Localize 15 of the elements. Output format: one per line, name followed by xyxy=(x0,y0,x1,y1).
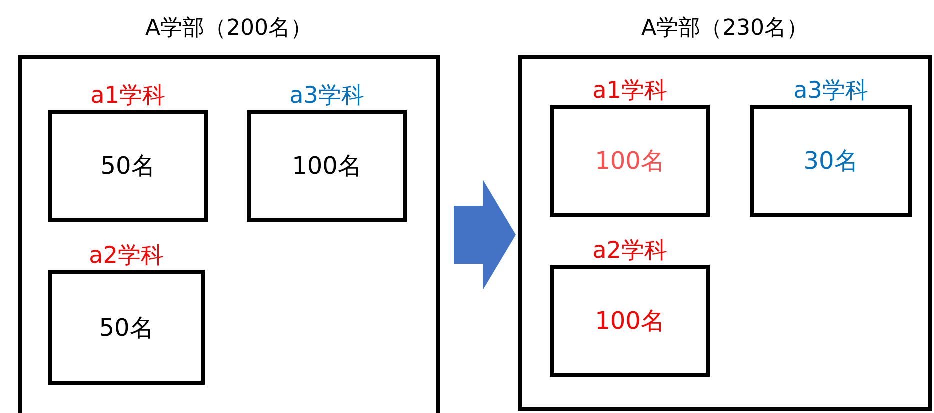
department-title: A学部（230名） xyxy=(641,15,809,43)
arrow xyxy=(454,180,516,290)
student-count: 100名 xyxy=(595,306,665,337)
student-count: 100名 xyxy=(292,151,362,182)
course-label: a1学科 xyxy=(592,77,668,105)
course-label: a2学科 xyxy=(592,237,668,265)
course-label: a3学科 xyxy=(290,82,364,110)
course-label: a1学科 xyxy=(90,82,166,110)
student-count: 50名 xyxy=(100,151,156,182)
department-title: A学部（200名） xyxy=(145,15,313,43)
course-label: a2学科 xyxy=(89,242,164,270)
student-count: 50名 xyxy=(99,312,154,344)
student-count: 100名 xyxy=(595,146,665,177)
course-label: a3学科 xyxy=(794,77,868,105)
student-count: 30名 xyxy=(804,146,858,177)
